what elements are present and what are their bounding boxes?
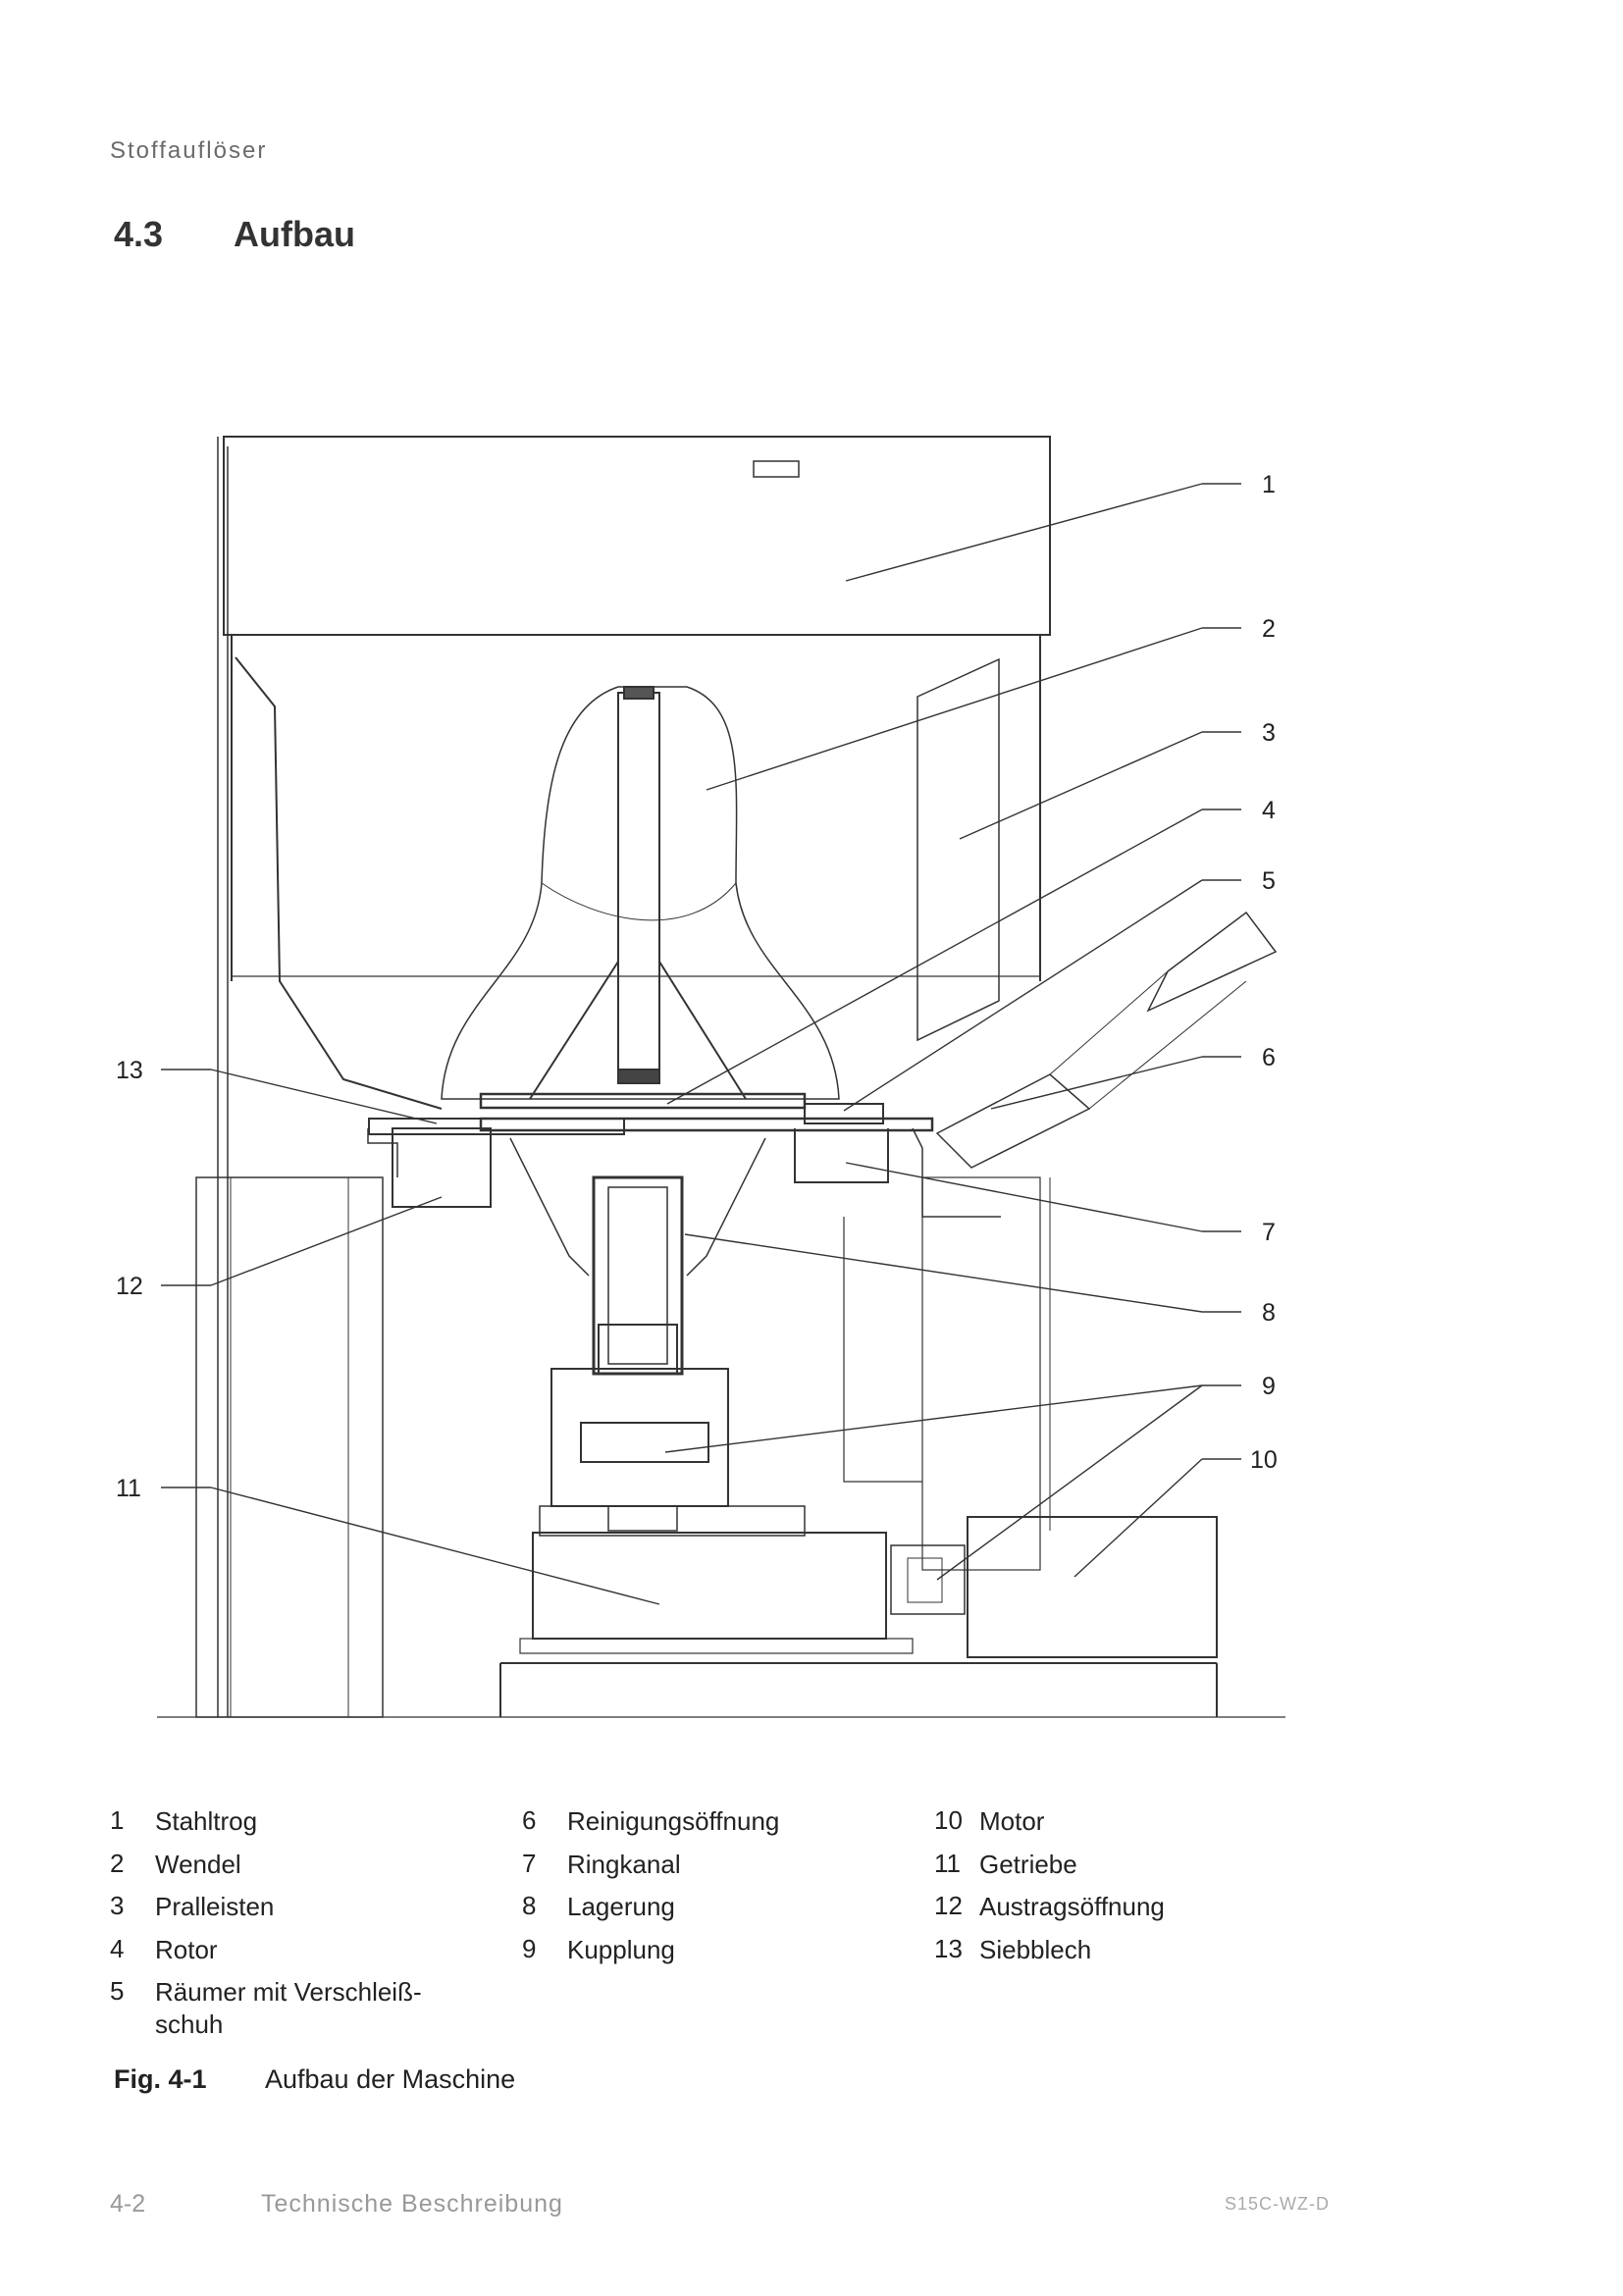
legend-column-1: 1 Stahltrog 2 Wendel 3 Pralleisten 4 Rotor 5…: [110, 1805, 422, 2039]
legend-item: 1 Stahltrog: [110, 1805, 422, 1849]
rotor-plate: [479, 1092, 807, 1110]
baffle-plate: [916, 657, 1000, 1042]
legend-label: Räumer mit Verschleiß- schuh: [155, 1977, 422, 2039]
legend-number: 1: [110, 1805, 125, 1835]
legend-number: 2: [110, 1848, 125, 1878]
legend-number: 3: [110, 1891, 125, 1920]
discharge-opening: [392, 1127, 492, 1208]
legend-item: 11 Getriebe: [934, 1849, 1165, 1892]
running-title: Stoffauflöser: [110, 137, 268, 164]
figure-number: Fig. 4-1: [114, 2064, 207, 2094]
callout-5: 5: [1262, 867, 1276, 895]
callout-7: 7: [1262, 1219, 1276, 1246]
legend-column-3: 10 Motor 11 Getriebe 12 Austragsöffnung 13 S…: [934, 1805, 1165, 1976]
legend-number: 4: [110, 1933, 125, 1963]
footer-title: Technische Beschreibung: [261, 2190, 563, 2218]
legend-label: Siebblech: [979, 1934, 1092, 1964]
legend-item: 10 Motor: [934, 1805, 1165, 1849]
section-number: 4.3: [114, 214, 164, 254]
rotor-shaft: [617, 692, 660, 1076]
legend-item: 4 Rotor: [110, 1934, 422, 1977]
legend-item: 3 Pralleisten: [110, 1891, 422, 1934]
legend-label: Motor: [979, 1806, 1045, 1836]
callout-12: 12: [116, 1273, 143, 1300]
coupling: [580, 1422, 709, 1463]
legend-label: Ringkanal: [567, 1849, 681, 1879]
callout-13: 13: [116, 1057, 143, 1084]
callout-9: 9: [1262, 1373, 1276, 1400]
legend-item: 2 Wendel: [110, 1849, 422, 1892]
legend-number: 5: [110, 1976, 125, 2006]
legend-label: Reinigungsöffnung: [567, 1806, 780, 1836]
bearing: [592, 1175, 684, 1376]
section-title: Aufbau: [234, 214, 355, 254]
legend-label: Stahltrog: [155, 1806, 258, 1836]
legend-item: 6 Reinigungsöffnung: [522, 1805, 779, 1849]
callout-10: 10: [1250, 1446, 1278, 1474]
spiral: [441, 686, 840, 1100]
legend-item: 12 Austragsöffnung: [934, 1891, 1165, 1934]
legend-label: Getriebe: [979, 1849, 1077, 1879]
steel-trough: [223, 436, 1051, 636]
legend-label: Pralleisten: [155, 1892, 275, 1921]
motor: [967, 1516, 1218, 1658]
legend-label: Lagerung: [567, 1892, 675, 1921]
legend-label: Wendel: [155, 1849, 241, 1879]
legend-number: 10: [934, 1805, 963, 1835]
legend-number: 7: [522, 1848, 537, 1878]
callout-4: 4: [1262, 797, 1276, 824]
legend-number: 6: [522, 1805, 537, 1835]
callout-11: 11: [116, 1475, 141, 1502]
legend-item: 7 Ringkanal: [522, 1849, 779, 1892]
legend-item: 9 Kupplung: [522, 1934, 779, 1977]
document-code: S15C-WZ-D: [1225, 2194, 1330, 2214]
scraper: [804, 1103, 884, 1124]
legend-item: 5 Räumer mit Verschleiß- schuh: [110, 1976, 422, 2039]
legend-label: Austragsöffnung: [979, 1892, 1165, 1921]
callout-2: 2: [1262, 615, 1276, 643]
callout-3: 3: [1262, 719, 1276, 747]
legend-number: 9: [522, 1933, 537, 1963]
legend-label: Kupplung: [567, 1934, 675, 1964]
legend-label: Rotor: [155, 1934, 218, 1964]
figure-caption: Fig. 4-1 Aufbau der Maschine: [114, 2064, 515, 2095]
page-number: 4-2: [110, 2190, 146, 2218]
legend-item: 8 Lagerung: [522, 1891, 779, 1934]
ring-channel: [794, 1128, 889, 1183]
callout-8: 8: [1262, 1299, 1276, 1327]
legend-number: 13: [934, 1933, 963, 1963]
legend-number: 12: [934, 1891, 963, 1920]
callout-1: 1: [1262, 471, 1276, 498]
legend-number: 8: [522, 1891, 537, 1920]
figure-caption-text: Aufbau der Maschine: [265, 2064, 516, 2094]
legend-number: 11: [934, 1848, 961, 1878]
callout-6: 6: [1262, 1044, 1276, 1071]
legend-item: 13 Siebblech: [934, 1934, 1165, 1977]
cleaning-opening: [935, 911, 1278, 1169]
